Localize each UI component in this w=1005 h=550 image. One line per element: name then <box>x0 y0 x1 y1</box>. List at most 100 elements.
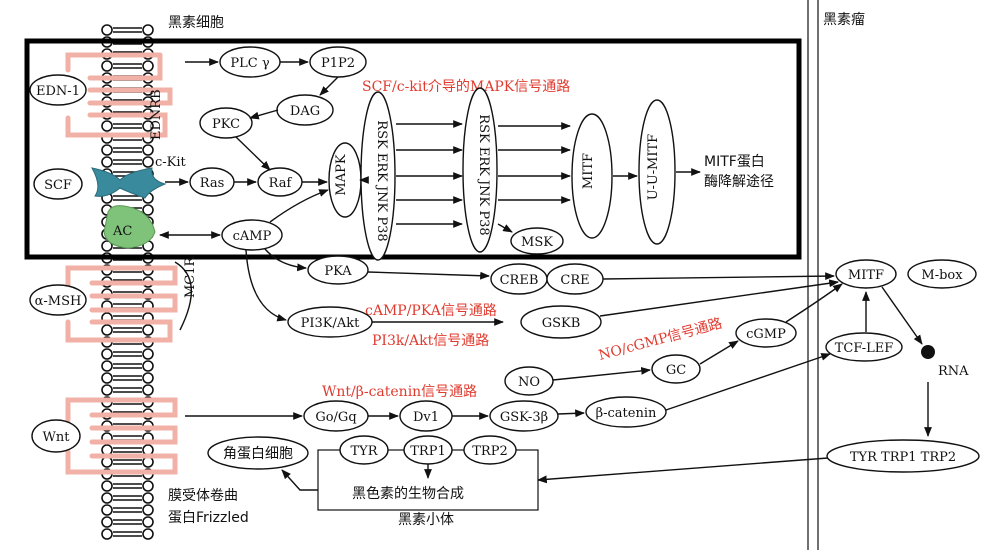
amsh-label: α-MSH <box>35 294 82 309</box>
ras-label: Ras <box>200 176 225 191</box>
bcatenin-label: β-catenin <box>596 406 657 421</box>
mitf-vertical-label: MITF <box>581 153 596 189</box>
melanocyte-label: 黑素细胞 <box>168 15 224 31</box>
node-cgmp: cGMP <box>735 318 797 348</box>
lipid-head <box>101 144 113 156</box>
melanin-biosynthesis-label: 黑色素的生物合成 <box>352 485 464 502</box>
node-rsk-group-2: RSK ERK JNK P38 <box>462 87 498 253</box>
mitf-melanoma-label: MITF <box>848 268 884 283</box>
node-dag: DAG <box>276 94 334 126</box>
lipid-head <box>142 144 154 156</box>
lipid-head <box>101 60 113 72</box>
lipid-head <box>142 120 154 132</box>
ligand-edn1: EDN-1 <box>29 74 87 106</box>
wnt-pathway-label: Wnt/β-catenin信号通路 <box>322 384 477 400</box>
node-trp1: TRP1 <box>403 435 453 465</box>
melanoma-label: 黑素瘤 <box>823 11 865 28</box>
tyr-label: TYR <box>350 444 378 459</box>
node-mitf-vertical: MITF <box>571 113 613 239</box>
node-no: NO <box>504 366 554 396</box>
edn1-label: EDN-1 <box>36 84 80 99</box>
node-pi3k: PI3K/Akt <box>287 306 373 338</box>
lipid-head <box>101 324 113 336</box>
node-gogq: Go/Gq <box>303 400 369 432</box>
connectors <box>159 58 932 491</box>
lipid-head <box>142 504 154 516</box>
lipid-head <box>142 360 154 372</box>
node-tyr: TYR <box>339 435 389 465</box>
lipid-head <box>101 528 113 540</box>
node-p1p2: P1P2 <box>309 46 367 78</box>
frizzled-label-line2: 蛋白Frizzled <box>168 510 249 526</box>
tyr-trp-melanoma-label: TYR TRP1 TRP2 <box>850 450 956 465</box>
node-rsk-group-1: RSK ERK JNK P38 <box>360 91 396 261</box>
dag-label: DAG <box>290 104 320 119</box>
camp-pka-pathway-label: cAMP/PKA信号通路 <box>365 303 497 319</box>
lipid-head <box>101 240 113 252</box>
node-keratinocyte: 角蛋白细胞 <box>207 436 309 470</box>
node-uumitf: U-U-MITF <box>638 99 676 245</box>
gsk3b-label: GSK-3β <box>500 410 548 425</box>
frizzled-label-line1: 膜受体卷曲 <box>168 488 238 504</box>
mc1r-label: MC1R <box>183 255 198 298</box>
lipid-head <box>142 492 154 504</box>
dv1-label: Dv1 <box>413 410 439 425</box>
ligand-wnt: Wnt <box>31 419 81 453</box>
melanosome-label: 黑素小体 <box>398 512 454 528</box>
node-pka: PKA <box>307 255 369 285</box>
pi3k-label: PI3K/Akt <box>301 316 361 331</box>
ednrb-label: EDNRB <box>149 89 164 140</box>
keratinocyte-label: 角蛋白细胞 <box>223 446 293 462</box>
lipid-head <box>101 492 113 504</box>
lipid-head <box>101 384 113 396</box>
scf-label: SCF <box>44 178 72 193</box>
ckit-receptor-shape <box>91 167 167 199</box>
node-creb: CREB <box>490 263 548 295</box>
lipid-head <box>142 528 154 540</box>
rsk-group-1-label: RSK ERK JNK P38 <box>374 120 389 241</box>
lipid-head <box>101 156 113 168</box>
lipid-head <box>101 348 113 360</box>
lipid-head <box>142 324 154 336</box>
node-mbox: M-box <box>907 259 977 289</box>
node-gsk3b: GSK-3β <box>489 400 559 432</box>
lipid-head <box>142 348 154 360</box>
lipid-head <box>142 516 154 528</box>
node-trp2: TRP2 <box>463 435 517 465</box>
mitf-degradation-label-line1: MITF蛋白 <box>704 154 765 170</box>
receptor-loops <box>65 52 178 475</box>
lipid-head <box>142 204 154 216</box>
node-msk: MSK <box>510 227 564 255</box>
node-raf: Raf <box>257 167 303 197</box>
p1p2-label: P1P2 <box>321 56 355 71</box>
lipid-head <box>142 372 154 384</box>
camp-label: cAMP <box>233 229 272 244</box>
plc-label: PLC γ <box>230 56 269 71</box>
pkc-label: PKC <box>212 117 240 132</box>
rsk-group-2-label: RSK ERK JNK P38 <box>476 114 491 235</box>
gogq-label: Go/Gq <box>315 410 356 425</box>
node-gc: GC <box>651 354 701 384</box>
node-cre: CRE <box>546 263 604 295</box>
mitf-degradation-label-line2: 酶降解途径 <box>704 173 774 190</box>
mapk-label: MAPK <box>334 154 349 195</box>
uumitf-label: U-U-MITF <box>646 134 661 200</box>
frizzled-receptor-loop <box>65 397 178 475</box>
raf-label: Raf <box>269 176 293 191</box>
ednrb-receptor-loop <box>65 52 173 138</box>
cre-label: CRE <box>560 273 589 288</box>
node-pkc: PKC <box>199 107 253 139</box>
mbox-label: M-box <box>921 268 963 283</box>
ckit-label: c-Kit <box>155 155 187 170</box>
rna-dot <box>921 345 935 359</box>
mc1r-bracket <box>174 261 192 331</box>
ligand-amsh: α-MSH <box>29 284 87 316</box>
no-cgmp-pathway-label: NO/cGMP信号通路 <box>597 315 724 363</box>
node-tcflef: TCF-LEF <box>825 332 903 362</box>
gskb-label: GSKB <box>542 316 581 331</box>
no-label: NO <box>518 375 540 390</box>
pi3k-akt-pathway-label: PI3k/Akt信号通路 <box>372 333 489 349</box>
mc1r-receptor-loop <box>65 265 178 343</box>
scf-ckit-pathway-label: SCF/c-kit介导的MAPK信号通路 <box>362 79 570 95</box>
